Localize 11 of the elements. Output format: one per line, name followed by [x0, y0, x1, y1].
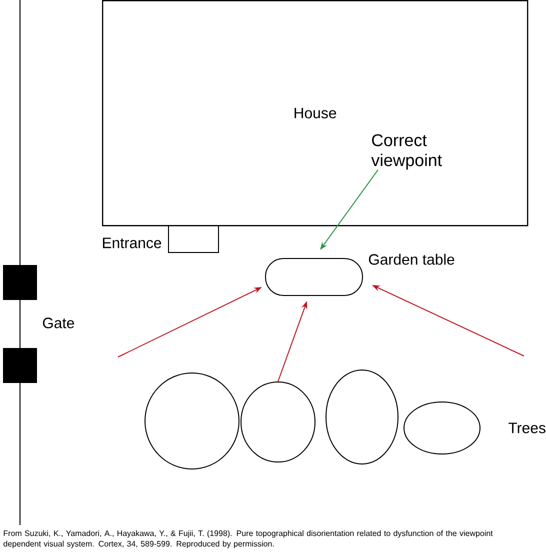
tree-ellipse: [144, 372, 240, 470]
tree-ellipse: [404, 402, 480, 454]
tree-ellipse: [240, 382, 316, 462]
node-label: Entrance: [102, 238, 162, 248]
entrance-box: Entrance: [103, 225, 219, 253]
label: Trees: [508, 422, 546, 434]
tree-ellipse: [326, 370, 398, 464]
caption: From Suzuki, K., Yamadori, A., Hayakawa, Y., & Fujii, T. (1998). Pure topographical disorientation related to dysfunction of the viewpoint dependent visual system. Cortex, 34, 589-599. Reproduced by permission.: [4, 530, 493, 548]
callout-text: Correct viewpoint: [371, 134, 442, 170]
label: Gate: [42, 318, 74, 328]
node-label: Garden table: [368, 254, 454, 265]
